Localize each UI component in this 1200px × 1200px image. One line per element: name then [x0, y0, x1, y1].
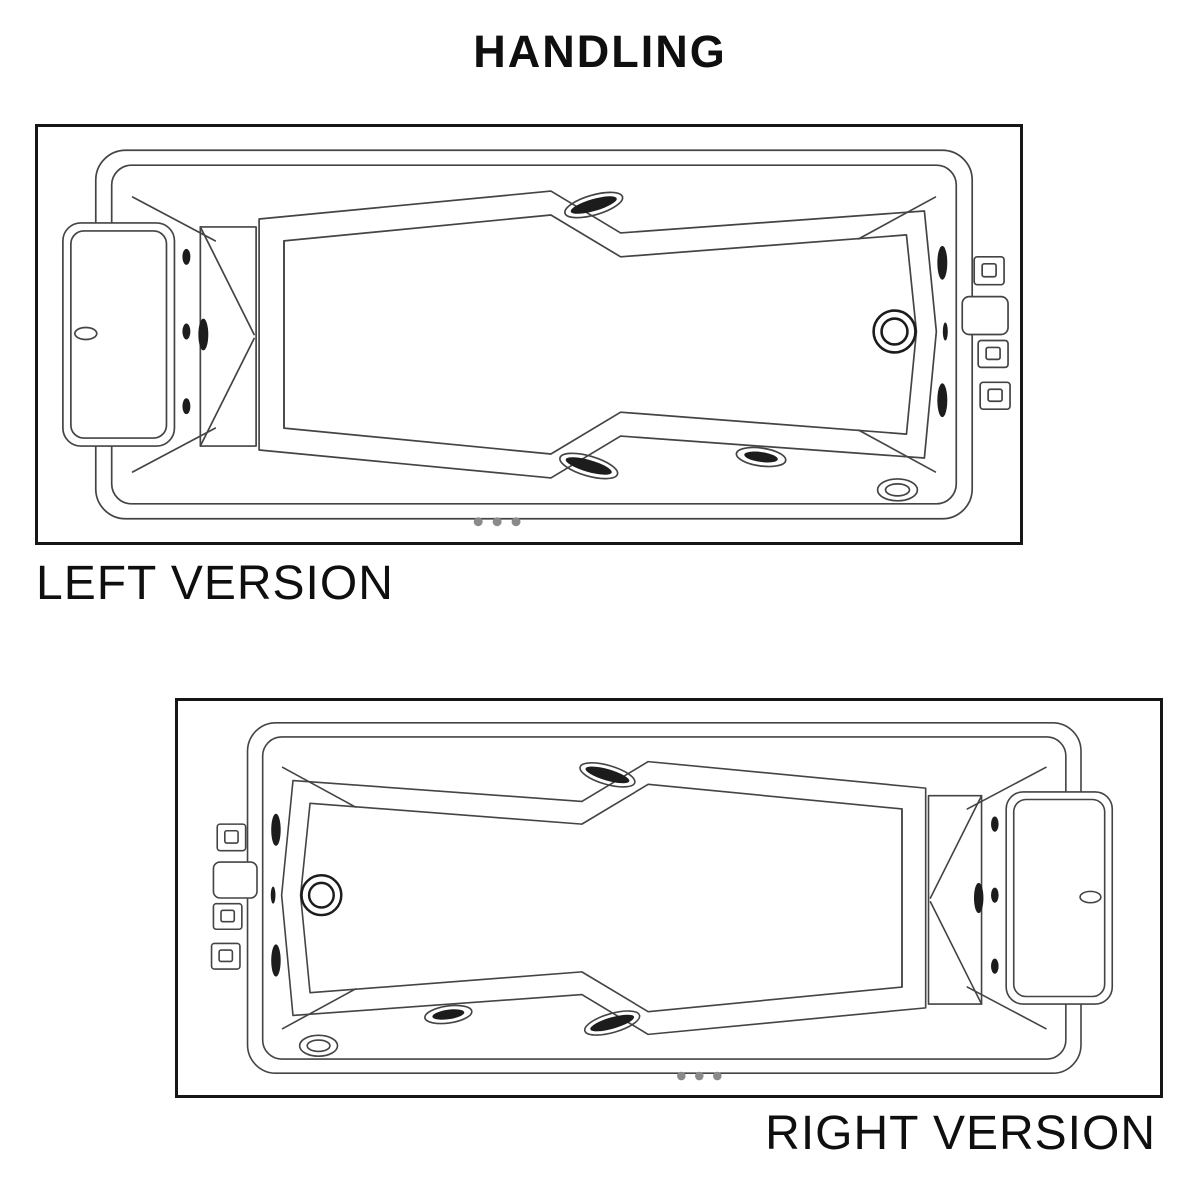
- right-version-label: RIGHT VERSION: [765, 1107, 1156, 1160]
- left-version-frame: [35, 124, 1023, 545]
- bathtub-top-view-right: [210, 721, 1114, 1082]
- bathtub-top-view-left: [61, 148, 1012, 528]
- bathtub-drawing-instance: [210, 721, 1114, 1082]
- left-version-label: LEFT VERSION: [36, 557, 394, 610]
- bathtub-drawing-instance: [61, 148, 1012, 528]
- page-title: HANDLING: [473, 26, 727, 77]
- right-version-frame: [175, 698, 1163, 1098]
